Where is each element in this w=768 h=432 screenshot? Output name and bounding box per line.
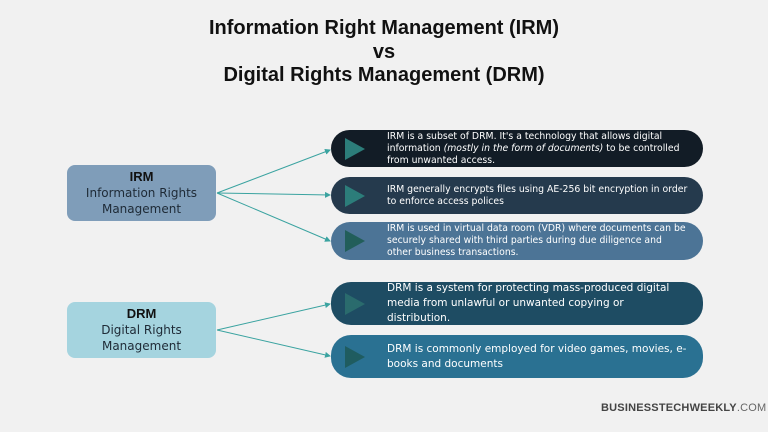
drm-name-line-2: Management bbox=[101, 339, 182, 353]
irm-point-3-text: IRM is used in virtual data room (VDR) w… bbox=[387, 223, 686, 258]
drm-box: DRM Digital Rights Management bbox=[67, 302, 216, 358]
title-line-2: Digital Rights Management (DRM) bbox=[223, 64, 545, 86]
drm-point-2-text: DRM is commonly employed for video games… bbox=[387, 342, 687, 370]
play-triangle-icon bbox=[345, 345, 365, 368]
play-triangle-icon bbox=[345, 292, 365, 315]
drm-point-2: DRM is commonly employed for video games… bbox=[331, 335, 703, 378]
drm-point-1: DRM is a system for protecting mass-prod… bbox=[331, 282, 703, 325]
title-line-1: Information Right Management (IRM) bbox=[209, 17, 559, 39]
drm-abbr: DRM bbox=[126, 306, 157, 321]
irm-point-2: IRM generally encrypts files using AE-25… bbox=[331, 177, 703, 214]
play-triangle-icon bbox=[345, 230, 365, 252]
play-triangle-icon bbox=[345, 184, 365, 207]
title-vs: vs bbox=[372, 41, 396, 63]
connector-irm-1 bbox=[216, 148, 331, 194]
connector-drm-2 bbox=[216, 329, 331, 358]
irm-point-1: IRM is a subset of DRM. It's a technolog… bbox=[331, 130, 703, 167]
drm-point-1-text: DRM is a system for protecting mass-prod… bbox=[387, 282, 670, 324]
irm-name-line-2: Management bbox=[101, 202, 182, 216]
irm-abbr: IRM bbox=[129, 169, 154, 184]
play-triangle-icon bbox=[345, 137, 365, 160]
irm-box: IRM Information Rights Management bbox=[67, 165, 216, 221]
connector-drm-1 bbox=[216, 302, 331, 331]
brand-watermark: BUSINESSTECHWEEKLY.COM bbox=[601, 402, 767, 414]
drm-name-line-1: Digital Rights bbox=[101, 323, 182, 337]
irm-point-3: IRM is used in virtual data room (VDR) w… bbox=[331, 222, 703, 260]
connector-irm-3 bbox=[216, 192, 331, 242]
connector-irm-2 bbox=[216, 191, 331, 198]
irm-point-2-text: IRM generally encrypts files using AE-25… bbox=[387, 183, 688, 207]
irm-name-line-1: Information Rights bbox=[85, 186, 198, 200]
irm-point-1-text: IRM is a subset of DRM. It's a technolog… bbox=[387, 130, 680, 166]
